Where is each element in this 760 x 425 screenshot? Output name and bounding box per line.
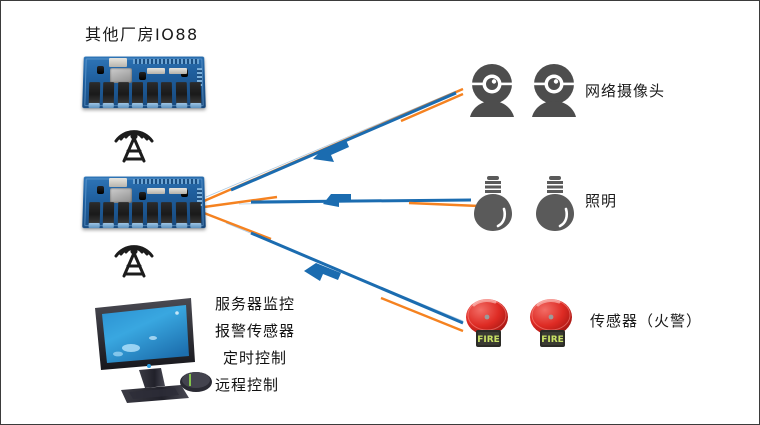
relay — [88, 202, 101, 224]
device-label-fire-sensor: 传感器（火警） — [590, 312, 703, 330]
capacitor-icon — [96, 66, 105, 74]
wireless-antenna-icon — [114, 245, 154, 278]
transformer-icon — [109, 188, 133, 203]
webcam-icon[interactable] — [529, 63, 579, 119]
light-bulb-icon[interactable] — [473, 176, 513, 232]
capacitor-icon — [138, 72, 147, 80]
relay — [103, 82, 115, 104]
device-label-lighting: 照明 — [585, 192, 618, 210]
light-bulb-icon[interactable] — [535, 176, 575, 232]
monitor-function-label: 服务器监控 — [215, 295, 296, 313]
capacitor-icon — [96, 186, 105, 194]
relay — [175, 202, 187, 224]
relay — [146, 82, 158, 104]
fire-alarm-bell-icon[interactable]: FIRE — [465, 296, 513, 352]
ic-chip-icon — [146, 68, 166, 74]
relay — [189, 82, 202, 104]
monitor-function-label: 远程控制 — [215, 376, 280, 394]
relay — [103, 202, 115, 224]
page-title: 其他厂房IO88 — [85, 25, 199, 44]
relay — [117, 202, 129, 224]
fire-badge-text: FIRE — [541, 335, 564, 345]
ic-chip-icon — [168, 188, 188, 194]
relay — [161, 202, 173, 224]
relay — [189, 202, 202, 224]
fire-alarm-bell-icon[interactable]: FIRE — [529, 296, 577, 352]
relay — [117, 82, 129, 104]
usb-port-icon — [108, 178, 128, 187]
fire-badge-text: FIRE — [477, 335, 500, 345]
relay — [146, 202, 158, 224]
relay — [132, 82, 144, 104]
device-label-camera: 网络摄像头 — [585, 82, 666, 100]
transformer-icon — [109, 68, 133, 83]
pin-header-icon — [132, 59, 200, 64]
relay — [175, 82, 187, 104]
relay-bank — [88, 202, 202, 224]
io-board-top[interactable] — [82, 56, 206, 109]
relay-bank — [88, 82, 202, 104]
io-board-main[interactable] — [82, 176, 206, 229]
relay — [132, 202, 144, 224]
ic-chip-icon — [146, 188, 166, 194]
capacitor-icon — [138, 192, 147, 200]
relay — [88, 82, 101, 104]
webcam-icon[interactable] — [467, 63, 517, 119]
monitor-function-label: 定时控制 — [223, 349, 288, 367]
server-workstation-icon[interactable] — [89, 286, 217, 404]
ic-chip-icon — [168, 68, 188, 74]
pin-header-icon — [132, 179, 200, 184]
usb-port-icon — [108, 58, 128, 67]
relay — [161, 82, 173, 104]
monitor-function-label: 报警传感器 — [215, 322, 296, 340]
wireless-antenna-icon — [114, 130, 154, 163]
